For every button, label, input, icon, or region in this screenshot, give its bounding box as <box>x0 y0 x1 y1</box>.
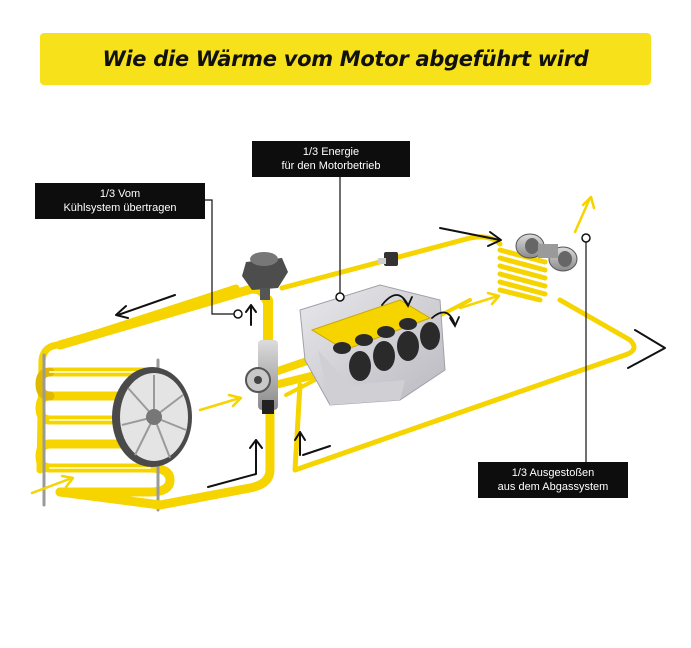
callout-exhaust-line1: 1/3 Ausgestoßen <box>511 467 595 479</box>
thermostat-housing <box>242 252 288 300</box>
leader-dots <box>233 233 591 319</box>
page-title: Wie die Wärme vom Motor abgeführt wird <box>102 47 589 71</box>
callout-engine-line2: für den Motorbetrieb <box>281 160 381 172</box>
cooling-fan <box>112 367 192 467</box>
callout-exhaust-line2: aus dem Abgassystem <box>497 481 609 493</box>
callout-engine-operation: 1/3 Energie für den Motorbetrieb <box>252 141 410 177</box>
callout-cooling-line2: Kühlsystem übertragen <box>63 202 177 214</box>
callout-exhaust-system: 1/3 Ausgestoßen aus dem Abgassystem <box>478 462 628 498</box>
leader-lines <box>205 175 587 463</box>
callout-engine-line1: 1/3 Energie <box>302 146 360 158</box>
flow-arrows-black <box>115 227 666 488</box>
engine-block <box>299 284 446 406</box>
water-pump <box>245 340 278 414</box>
callout-cooling-system: 1/3 Vom Kühlsystem übertragen <box>35 183 205 219</box>
callout-cooling-line1: 1/3 Vom <box>99 188 141 200</box>
heater-valve <box>378 252 398 266</box>
flow-arrows-yellow <box>30 195 596 495</box>
engine-heat-arrows <box>381 294 460 328</box>
title-banner: Wie die Wärme vom Motor abgeführt wird <box>40 33 651 85</box>
heater-blower <box>515 233 578 272</box>
